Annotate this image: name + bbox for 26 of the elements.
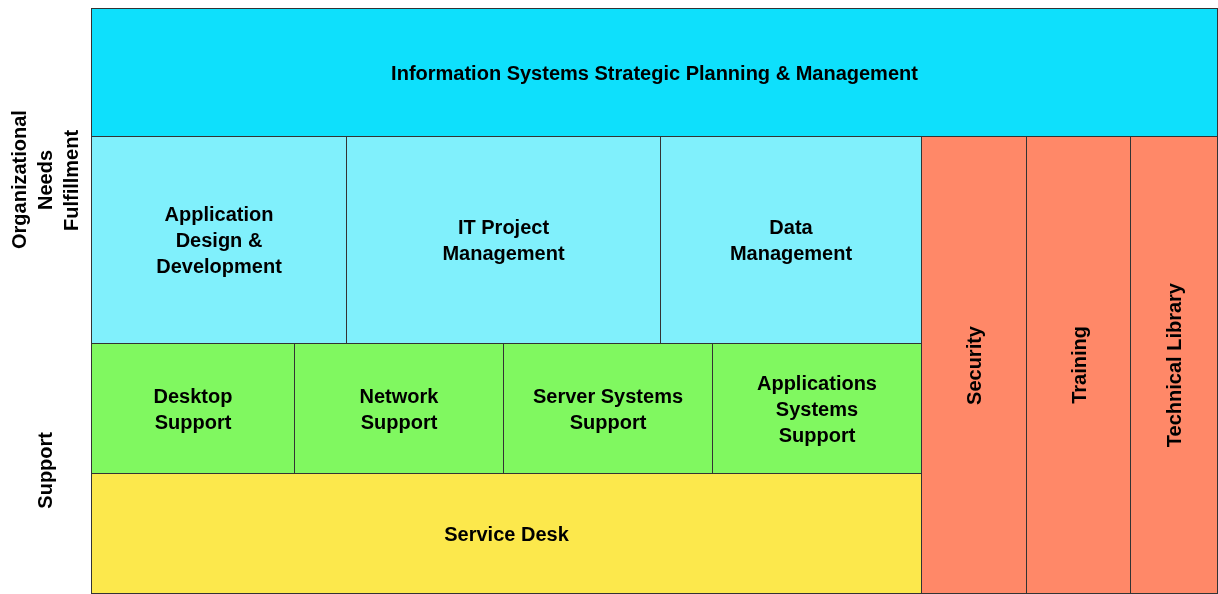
block-box (660, 136, 922, 344)
column-box (1130, 136, 1218, 594)
block-label: Applications Systems Support (756, 370, 878, 448)
block-box (346, 136, 661, 344)
block-label: Network Support (358, 383, 440, 435)
block-label: Desktop Support (152, 383, 234, 435)
block-box (91, 473, 922, 594)
block-label: Information Systems Strategic Planning & Management (391, 60, 918, 86)
block-label: Service Desk (444, 521, 569, 547)
side-label: Support (33, 431, 57, 509)
block-label: Server Systems Support (531, 383, 685, 435)
block-box (91, 343, 295, 474)
side-label: Organizational Needs Fulfillment (7, 110, 83, 250)
block-box (294, 343, 504, 474)
block-label: Training (1066, 326, 1091, 404)
block-label: Security (962, 325, 986, 405)
block-label: Technical Library (1162, 282, 1186, 448)
block-box (503, 343, 713, 474)
column-box (1026, 136, 1131, 594)
column-box (921, 136, 1027, 594)
block-label: Data Management (728, 215, 854, 266)
banner-box (91, 8, 1218, 137)
block-label: Application Design & Development (155, 202, 283, 279)
block-box (712, 343, 922, 474)
block-box (91, 136, 347, 344)
block-label: IT Project Management (441, 215, 566, 266)
